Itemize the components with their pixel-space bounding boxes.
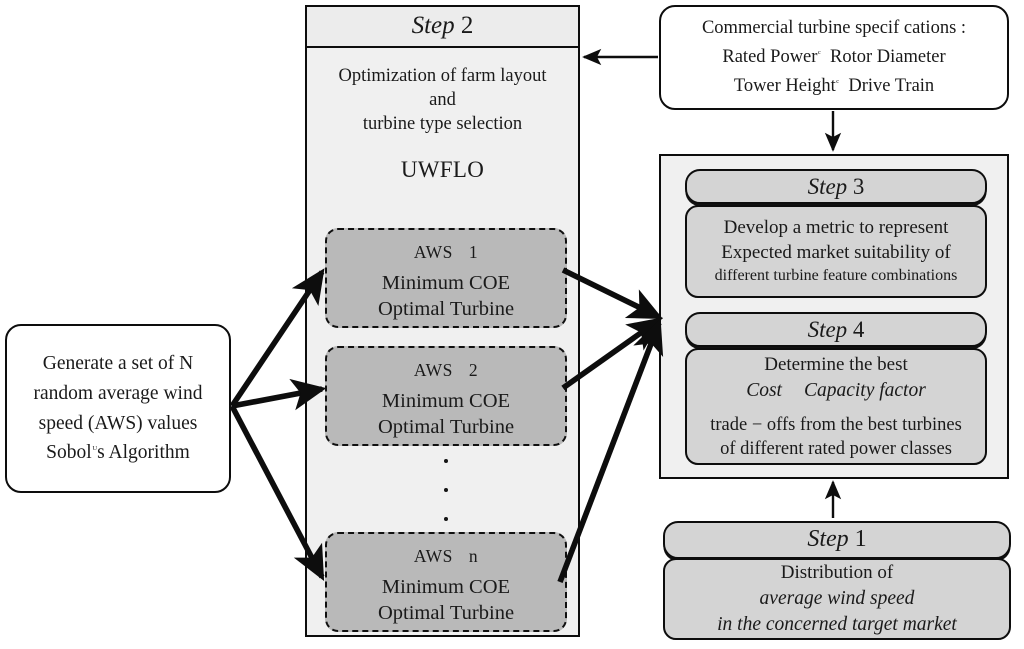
step2-tool-name: UWFLO	[400, 157, 485, 183]
step4-line1: Determine the best	[764, 354, 908, 376]
step4-card: Determine the best Cost Capacity factor t…	[685, 348, 987, 465]
step1-card: Distribution of average wind speed in th…	[663, 558, 1011, 640]
step4-header-text: Step 4	[808, 315, 865, 345]
vertical-ellipsis-icon	[325, 459, 567, 521]
step3-line1: Develop a metric to represent	[723, 217, 949, 239]
commercial-drive-train: Drive Train	[848, 75, 935, 96]
commercial-tower-height: Tower Height	[733, 75, 836, 96]
aws-box-1: AWS 1 Minimum COE Optimal Turbine	[325, 228, 567, 328]
step4-cost-term: Cost	[746, 380, 782, 402]
step2-header-word: Step	[411, 12, 455, 40]
aws-box-1-line2: Optimal Turbine	[377, 298, 515, 321]
generate-aws-line4: Sobolᵁs Algorithm	[46, 438, 190, 468]
generate-aws-line3: speed (AWS) values	[38, 412, 198, 434]
aws-box-2-label: AWS 2	[414, 359, 478, 382]
commercial-line3: Tower Heightᶜ Drive Train	[734, 72, 934, 101]
step1-line1: Distribution of	[780, 562, 894, 584]
step4-tradeoff-lines: trade − offs from the best turbines of d…	[710, 413, 962, 461]
step1-line2: average wind speed	[759, 587, 915, 609]
step2-desc-line2: and	[429, 90, 456, 111]
aws-box-2-index: 2	[468, 360, 479, 381]
commercial-sep-2: ᶜ	[836, 76, 840, 89]
commercial-rotor-diameter: Rotor Diameter	[830, 47, 946, 68]
aws-box-1-name: AWS	[413, 242, 453, 263]
aws-box-n-line1: Minimum COE	[381, 576, 511, 599]
step2-container: Step 2 Optimization of farm layout and t…	[305, 5, 580, 637]
aws-box-1-body: Minimum COE Optimal Turbine	[378, 270, 514, 322]
step2-header: Step 2	[307, 7, 578, 48]
step1-header: Step 1	[663, 521, 1011, 559]
aws-box-n-line2: Optimal Turbine	[377, 602, 515, 625]
step1-header-text: Step 1	[807, 524, 866, 555]
step4-header-word: Step	[807, 316, 848, 342]
commercial-sep-1: ᶜ	[817, 47, 821, 60]
step3-card: Develop a metric to represent Expected m…	[685, 205, 987, 298]
step3-header-text: Step 3	[808, 172, 865, 202]
commercial-turbine-specifications-box: Commercial turbine specif cations : Rate…	[659, 5, 1009, 110]
aws-box-2: AWS 2 Minimum COE Optimal Turbine	[325, 346, 567, 446]
aws-box-2-name: AWS	[413, 360, 453, 381]
generate-aws-line1: Generate a set of N	[42, 353, 194, 375]
step3-header-number: 3	[852, 173, 865, 199]
sobol-apostrophe-glyph: ᵁ	[92, 443, 98, 456]
step2-desc-line3: turbine type selection	[362, 114, 523, 135]
step2-desc-line1: Optimization of farm layout	[338, 66, 547, 86]
aws-box-n: AWS n Minimum COE Optimal Turbine	[325, 532, 567, 632]
sobol-suffix: s Algorithm	[97, 442, 190, 464]
aws-box-1-label: AWS 1	[414, 241, 478, 264]
step1-line3: in the concerned target market	[717, 613, 957, 635]
step1-header-number: 1	[854, 526, 867, 553]
step4-line4: of different rated power classes	[720, 438, 952, 459]
sobol-prefix: Sobol	[46, 442, 92, 464]
step4-header: Step 4	[685, 312, 987, 347]
step3-header-word: Step	[807, 173, 848, 199]
aws-box-2-line2: Optimal Turbine	[377, 416, 515, 439]
step4-capacity-factor-term: Capacity factor	[803, 380, 926, 402]
aws-box-1-line1: Minimum COE	[381, 272, 511, 295]
aws-box-2-body: Minimum COE Optimal Turbine	[378, 388, 514, 440]
step2-header-text: Step 2	[412, 10, 474, 43]
generate-aws-line2: random average wind	[33, 382, 203, 404]
generate-aws-box: Generate a set of N random average wind …	[5, 324, 231, 493]
step4-line2: Cost Capacity factor	[746, 378, 926, 404]
step1-header-word: Step	[807, 526, 849, 553]
aws-box-n-label: AWS n	[414, 545, 478, 568]
step2-header-number: 2	[460, 12, 474, 40]
step4-line3: trade − offs from the best turbines	[710, 414, 962, 435]
step3-line3: different turbine feature combinations	[714, 266, 958, 284]
aws-box-n-body: Minimum COE Optimal Turbine	[378, 574, 514, 626]
step3-header: Step 3	[685, 169, 987, 204]
commercial-rated-power: Rated Power	[722, 47, 818, 68]
aws-box-n-name: AWS	[413, 546, 453, 567]
step2-description: Optimization of farm layout and turbine …	[307, 48, 578, 185]
commercial-line2: Rated Powerᶜ Rotor Diameter	[722, 43, 945, 72]
step4-header-number: 4	[852, 316, 865, 342]
steps-3-4-panel: Step 3 Develop a metric to represent Exp…	[659, 154, 1009, 479]
aws-box-2-line1: Minimum COE	[381, 390, 511, 413]
step3-line2: Expected market suitability of	[721, 242, 951, 264]
aws-box-1-index: 1	[468, 242, 479, 263]
commercial-line1: Commercial turbine specif cations :	[701, 18, 967, 39]
aws-box-n-index: n	[468, 546, 479, 567]
